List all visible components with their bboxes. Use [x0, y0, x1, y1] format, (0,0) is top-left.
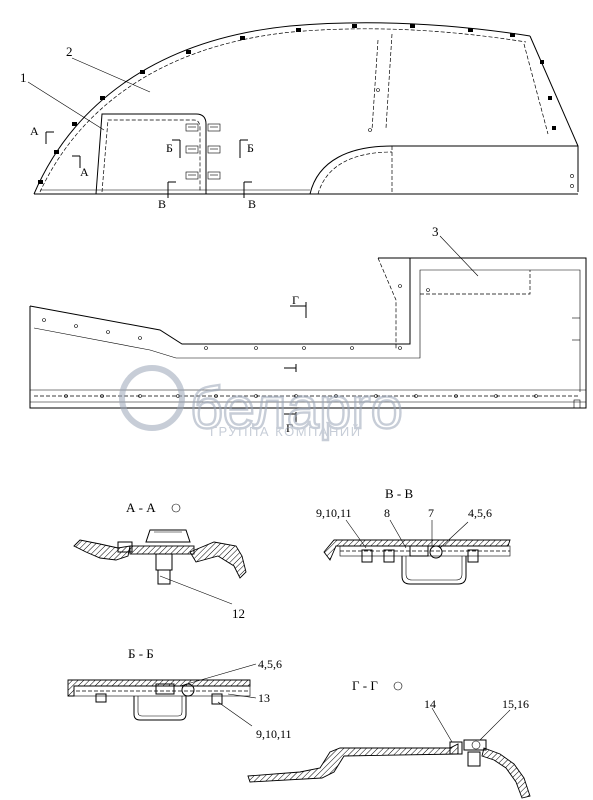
- callout-1: 1: [20, 70, 27, 85]
- callout-2: 2: [66, 44, 73, 59]
- watermark-text: ГРУППА КОМПАНИЙ: [210, 424, 362, 439]
- section-title-aa: А - А: [126, 500, 156, 515]
- section-title-gg: Г - Г: [352, 678, 378, 693]
- section-aa: А - А 12: [73, 500, 247, 621]
- section-mark-a-left: А: [30, 124, 39, 138]
- watermark-logo: белаpro: [190, 376, 403, 441]
- section-vv: В - В 9,10,11 8 7 4,5,6: [316, 486, 511, 585]
- callout-9-10-11-vv: 9,10,11: [316, 506, 352, 520]
- hinge-brackets: [185, 123, 221, 180]
- watermark: белаpro ГРУППА КОМПАНИЙ: [119, 365, 404, 442]
- callout-15-16: 15,16: [502, 697, 529, 711]
- callout-7: 7: [428, 506, 434, 520]
- top-view: А А Б Б В В 1 2: [20, 22, 579, 211]
- callout-14: 14: [424, 697, 436, 711]
- rivets-arc: [38, 24, 515, 184]
- callout-8: 8: [384, 506, 390, 520]
- callout-9-10-11-bb: 9,10,11: [256, 727, 292, 741]
- callout-13: 13: [258, 691, 270, 705]
- holes: [42, 284, 538, 398]
- callout-4-5-6-bb: 4,5,6: [258, 657, 282, 671]
- section-title-vv: В - В: [385, 486, 414, 501]
- section-mark-b-left: Б: [166, 141, 173, 155]
- section-mark-a-right: А: [80, 165, 89, 179]
- section-mark-g-bottom: Г: [286, 421, 293, 435]
- callout-4-5-6-vv: 4,5,6: [468, 506, 492, 520]
- section-mark-g-top: Г: [292, 293, 299, 307]
- callout-3: 3: [432, 224, 439, 239]
- callout-12: 12: [232, 606, 245, 621]
- section-mark-b-right: Б: [247, 141, 254, 155]
- section-mark-v-right: В: [248, 197, 256, 211]
- section-title-bb: Б - Б: [128, 646, 154, 661]
- section-gg: Г - Г 14 15,16: [247, 678, 531, 799]
- section-bb: Б - Б 4,5,6 13 9,10,11: [67, 646, 292, 741]
- section-markers-top: [45, 131, 252, 198]
- section-mark-v-left: В: [158, 197, 166, 211]
